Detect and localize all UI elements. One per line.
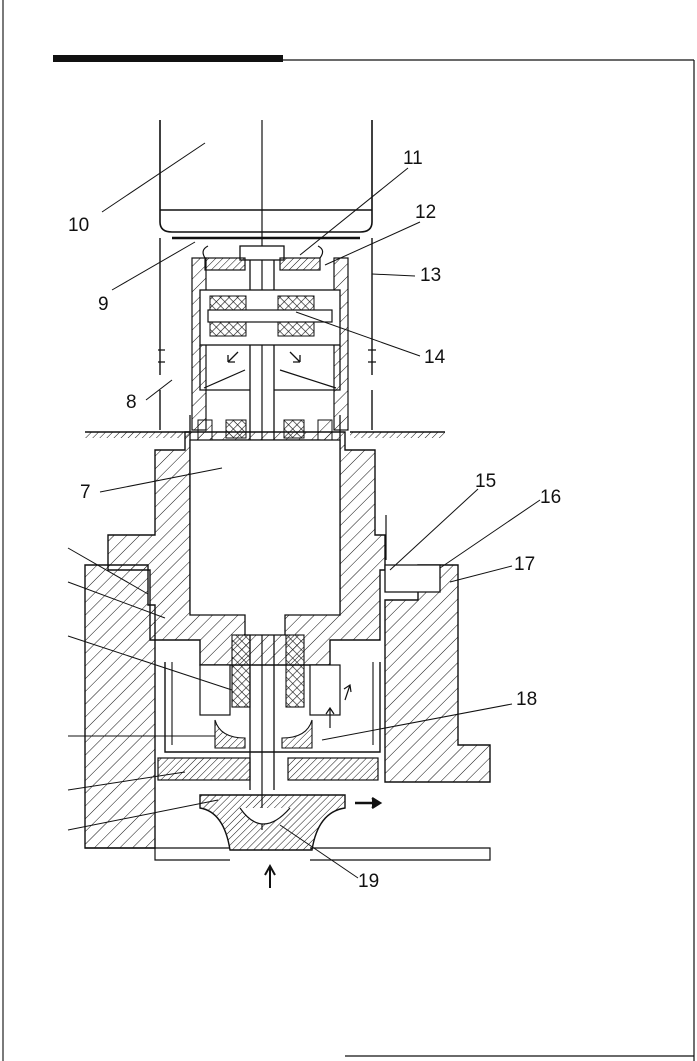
foundation: [84, 564, 491, 861]
callout-19: 19: [358, 871, 379, 892]
leader-lines: [67, 142, 541, 879]
callout-15: 15: [475, 471, 496, 492]
callout-10: 10: [68, 215, 89, 236]
suction-bell: [199, 794, 383, 888]
callout-12: 12: [415, 202, 436, 223]
discharge-head: [107, 431, 387, 666]
motor-housing: [159, 120, 373, 240]
coupling: [202, 245, 324, 271]
callout-7: 7: [80, 482, 91, 503]
callout-14: 14: [424, 347, 446, 368]
callout-11: 11: [403, 148, 423, 169]
upper-bearing-assembly: [199, 289, 341, 391]
callout-16: 16: [540, 487, 561, 508]
lower-bearing: [157, 634, 381, 781]
callout-labels: 7 8 9 10 11 12 13 14 15 16 17 18 19: [68, 148, 561, 892]
callout-13: 13: [420, 265, 441, 286]
callout-17: 17: [514, 554, 535, 575]
callout-8: 8: [126, 392, 137, 413]
callout-18: 18: [516, 689, 537, 710]
callout-9: 9: [98, 294, 109, 315]
